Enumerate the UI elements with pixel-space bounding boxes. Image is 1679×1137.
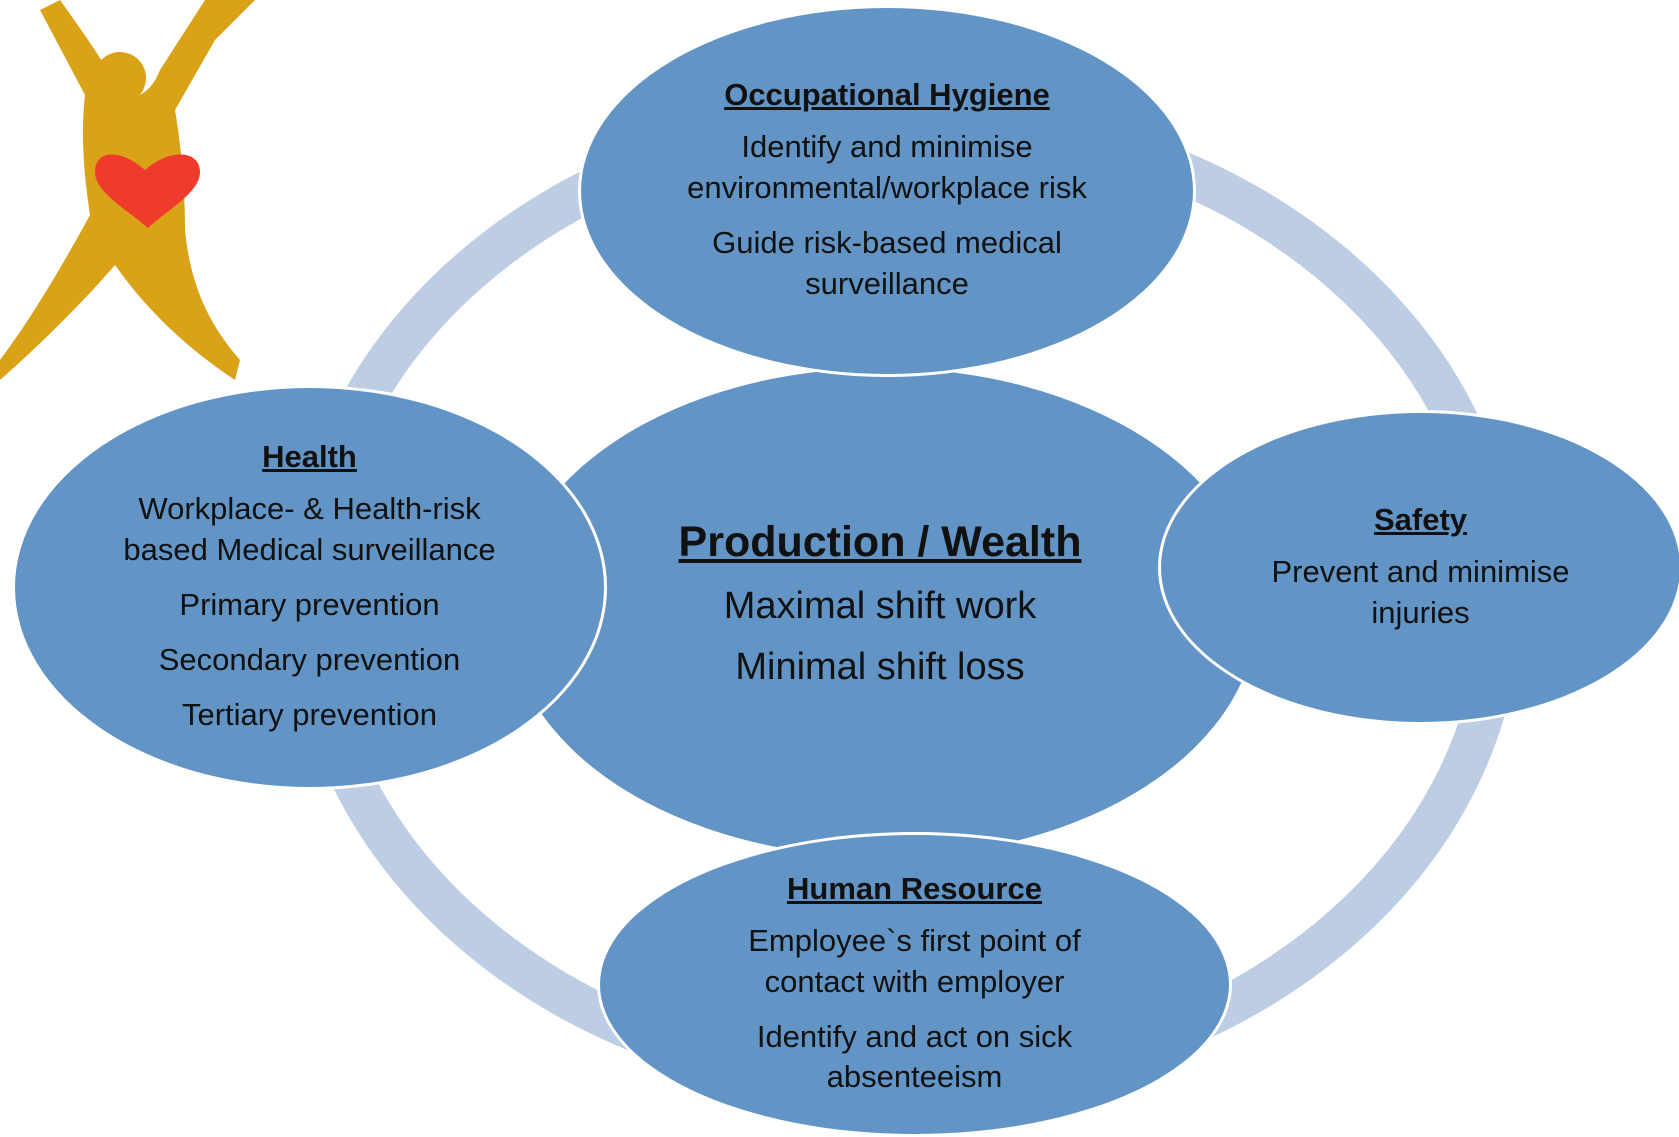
person-with-heart-logo — [0, 0, 255, 380]
node-human-resource: Human Resource Employee`s first point of… — [597, 832, 1232, 1137]
node-safety: Safety Prevent and minimise injuries — [1158, 410, 1679, 725]
node-paragraph: Primary prevention — [179, 587, 440, 623]
node-paragraph: Tertiary prevention — [181, 696, 437, 732]
center-node-title: Production / Wealth — [678, 518, 1082, 566]
node-paragraph: Identify and minimise environmental/work… — [687, 129, 1087, 206]
node-paragraph: Employee`s first point of contact with e… — [748, 922, 1081, 999]
node-title: Human Resource — [787, 870, 1042, 906]
node-paragraph: Guide risk-based medical surveillance — [712, 225, 1062, 301]
node-paragraph: Prevent and minimise injuries — [1271, 553, 1570, 630]
node-title: Safety — [1373, 501, 1468, 537]
center-line: Maximal shift work — [723, 585, 1037, 627]
node-health: Health Workplace- & Health-risk based Me… — [12, 385, 607, 790]
node-paragraph: Workplace- & Health-risk based Medical s… — [123, 491, 496, 568]
node-paragraph: Secondary prevention — [158, 641, 461, 677]
node-title: Occupational Hygiene — [724, 77, 1050, 113]
center-line: Minimal shift loss — [735, 646, 1025, 688]
node-paragraph: Identify and act on sick absenteeism — [756, 1018, 1073, 1095]
node-occupational-hygiene: Occupational Hygiene Identify and minimi… — [578, 5, 1196, 377]
node-title: Health — [262, 439, 357, 475]
center-node-text: Production / Wealth Maximal shift work M… — [600, 518, 1160, 689]
